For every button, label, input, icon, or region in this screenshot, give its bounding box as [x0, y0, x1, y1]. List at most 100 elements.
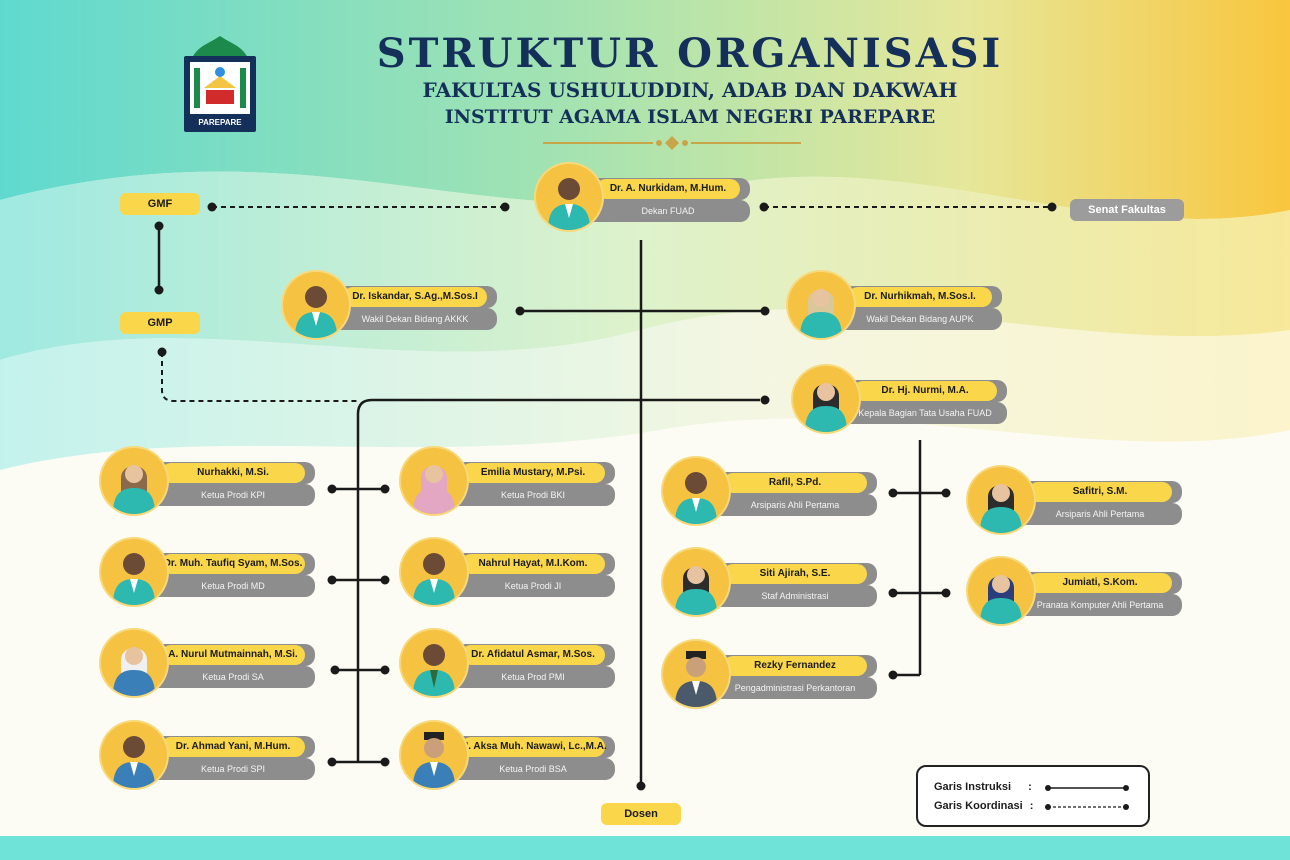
footer-band [0, 836, 1290, 860]
legend-koordinasi-label: Garis Koordinasi : [934, 800, 1034, 812]
line-legend: Garis Instruksi : Garis Koordinasi : [916, 765, 1150, 827]
person-role: Ketua Prodi SA [202, 672, 264, 682]
person-card-wakil-dekan-1: Dr. Iskandar, S.Ag.,M.Sos.I Wakil Dekan … [283, 272, 497, 340]
person-name: Nurhakki, M.Si. [161, 463, 305, 483]
senat-fakultas-label: Senat Fakultas [1070, 199, 1184, 221]
person-card-staff-siti: Siti Ajirah, S.E. Staf Administrasi [663, 549, 877, 617]
person-role: Wakil Dekan Bidang AKKK [361, 314, 469, 324]
person-role: Pengadministrasi Perkantoran [734, 683, 856, 693]
institution-logo: PAREPARE [180, 34, 260, 134]
person-card-staff-rezky: Rezky Fernandez Pengadministrasi Perkant… [663, 641, 877, 709]
person-photo [663, 458, 729, 524]
gmf-label: GMF [120, 193, 200, 215]
person-photo [401, 630, 467, 696]
person-card-staff-safitri: Safitri, S.M. Arsiparis Ahli Pertama [968, 467, 1182, 535]
person-card-dekan: Dr. A. Nurkidam, M.Hum. Dekan FUAD [536, 164, 750, 232]
person-photo [968, 467, 1034, 533]
person-card-staff-rafil: Rafil, S.Pd. Arsiparis Ahli Pertama [663, 458, 877, 526]
person-name: Nahrul Hayat, M.I.Kom. [461, 554, 605, 574]
person-card-prodi-bsa: H. Aksa Muh. Nawawi, Lc.,M.A. Ketua Prod… [401, 722, 615, 790]
person-silhouette-icon [113, 736, 155, 788]
person-card-prodi-kpi: Nurhakki, M.Si. Ketua Prodi KPI [101, 448, 315, 516]
person-name: Rezky Fernandez [723, 656, 867, 676]
person-name: Dr. Ahmad Yani, M.Hum. [161, 737, 305, 757]
person-silhouette-icon [413, 644, 455, 696]
person-role: Pranata Komputer Ahli Pertama [1036, 600, 1164, 610]
person-name: Dr. Muh. Taufiq Syam, M.Sos. [161, 554, 305, 574]
person-card-prodi-ji: Nahrul Hayat, M.I.Kom. Ketua Prodi JI [401, 539, 615, 607]
person-card-kabag-tu: Dr. Hj. Nurmi, M.A. Kepala Bagian Tata U… [793, 366, 1007, 434]
person-photo [968, 558, 1034, 624]
person-photo [401, 722, 467, 788]
person-photo [101, 448, 167, 514]
person-photo [101, 539, 167, 605]
person-silhouette-icon [980, 484, 1022, 533]
person-role: Staf Administrasi [761, 591, 829, 601]
person-silhouette-icon [413, 732, 455, 788]
person-role: Dekan FUAD [641, 206, 695, 216]
page-title: STRUKTUR ORGANISASI [376, 30, 1004, 77]
person-card-staff-jumiati: Jumiati, S.Kom. Pranata Komputer Ahli Pe… [968, 558, 1182, 626]
person-name: Dr. Afidatul Asmar, M.Sos. [461, 645, 605, 665]
person-silhouette-icon [413, 465, 455, 514]
person-name: Siti Ajirah, S.E. [723, 564, 867, 584]
person-silhouette-icon [295, 286, 337, 338]
person-role: Kepala Bagian Tata Usaha FUAD [858, 408, 992, 418]
person-name: A. Nurul Mutmainnah, M.Si. [161, 645, 305, 665]
person-card-wakil-dekan-2: Dr. Nurhikmah, M.Sos.I. Wakil Dekan Bida… [788, 272, 1002, 340]
person-role: Arsiparis Ahli Pertama [1055, 509, 1145, 519]
person-name: Jumiati, S.Kom. [1028, 573, 1172, 593]
person-role: Ketua Prodi SPI [200, 764, 266, 774]
person-silhouette-icon [800, 289, 842, 338]
person-name: Safitri, S.M. [1028, 482, 1172, 502]
person-photo [401, 448, 467, 514]
person-card-prodi-bki: Emilia Mustary, M.Psi. Ketua Prodi BKI [401, 448, 615, 516]
person-photo [536, 164, 602, 230]
person-silhouette-icon [113, 465, 155, 514]
gmp-label: GMP [120, 312, 200, 334]
person-photo [663, 641, 729, 707]
person-role: Ketua Prodi BKI [500, 490, 566, 500]
title-ornament-icon [543, 136, 801, 150]
person-name: Emilia Mustary, M.Psi. [461, 463, 605, 483]
person-photo [101, 722, 167, 788]
person-name: Dr. A. Nurkidam, M.Hum. [596, 179, 740, 199]
institute-subtitle: INSTITUT AGAMA ISLAM NEGERI PAREPARE [444, 106, 936, 128]
person-photo [663, 549, 729, 615]
person-silhouette-icon [413, 553, 455, 605]
person-role: Ketua Prodi MD [201, 581, 265, 591]
person-photo [101, 630, 167, 696]
logo-emblem-icon [184, 36, 256, 132]
person-name: Dr. Iskandar, S.Ag.,M.Sos.I [343, 287, 487, 307]
person-role: Ketua Prodi KPI [200, 490, 266, 500]
person-photo [793, 366, 859, 432]
person-role: Wakil Dekan Bidang AUPK [866, 314, 974, 324]
person-name: H. Aksa Muh. Nawawi, Lc.,M.A. [461, 737, 607, 757]
person-role: Ketua Prod PMI [501, 672, 565, 682]
person-role: Ketua Prodi BSA [499, 764, 567, 774]
person-card-prodi-spi: Dr. Ahmad Yani, M.Hum. Ketua Prodi SPI [101, 722, 315, 790]
person-name: Dr. Nurhikmah, M.Sos.I. [848, 287, 992, 307]
person-photo [401, 539, 467, 605]
person-card-prodi-pmi: Dr. Afidatul Asmar, M.Sos. Ketua Prod PM… [401, 630, 615, 698]
person-silhouette-icon [980, 575, 1022, 624]
dosen-label: Dosen [601, 803, 681, 825]
person-name: Rafil, S.Pd. [723, 473, 867, 493]
person-name: Dr. Hj. Nurmi, M.A. [853, 381, 997, 401]
person-silhouette-icon [675, 566, 717, 615]
person-silhouette-icon [675, 651, 717, 707]
person-card-prodi-md: Dr. Muh. Taufiq Syam, M.Sos. Ketua Prodi… [101, 539, 315, 607]
person-silhouette-icon [113, 553, 155, 605]
person-role: Ketua Prodi JI [504, 581, 562, 591]
person-role: Arsiparis Ahli Pertama [750, 500, 840, 510]
legend-line-samples [1045, 785, 1129, 810]
person-silhouette-icon [113, 647, 155, 696]
person-silhouette-icon [548, 178, 590, 230]
legend-instruksi-label: Garis Instruksi : [934, 781, 1032, 793]
person-photo [283, 272, 349, 338]
person-card-prodi-sa: A. Nurul Mutmainnah, M.Si. Ketua Prodi S… [101, 630, 315, 698]
logo-caption: PAREPARE [198, 118, 242, 127]
person-silhouette-icon [675, 472, 717, 524]
